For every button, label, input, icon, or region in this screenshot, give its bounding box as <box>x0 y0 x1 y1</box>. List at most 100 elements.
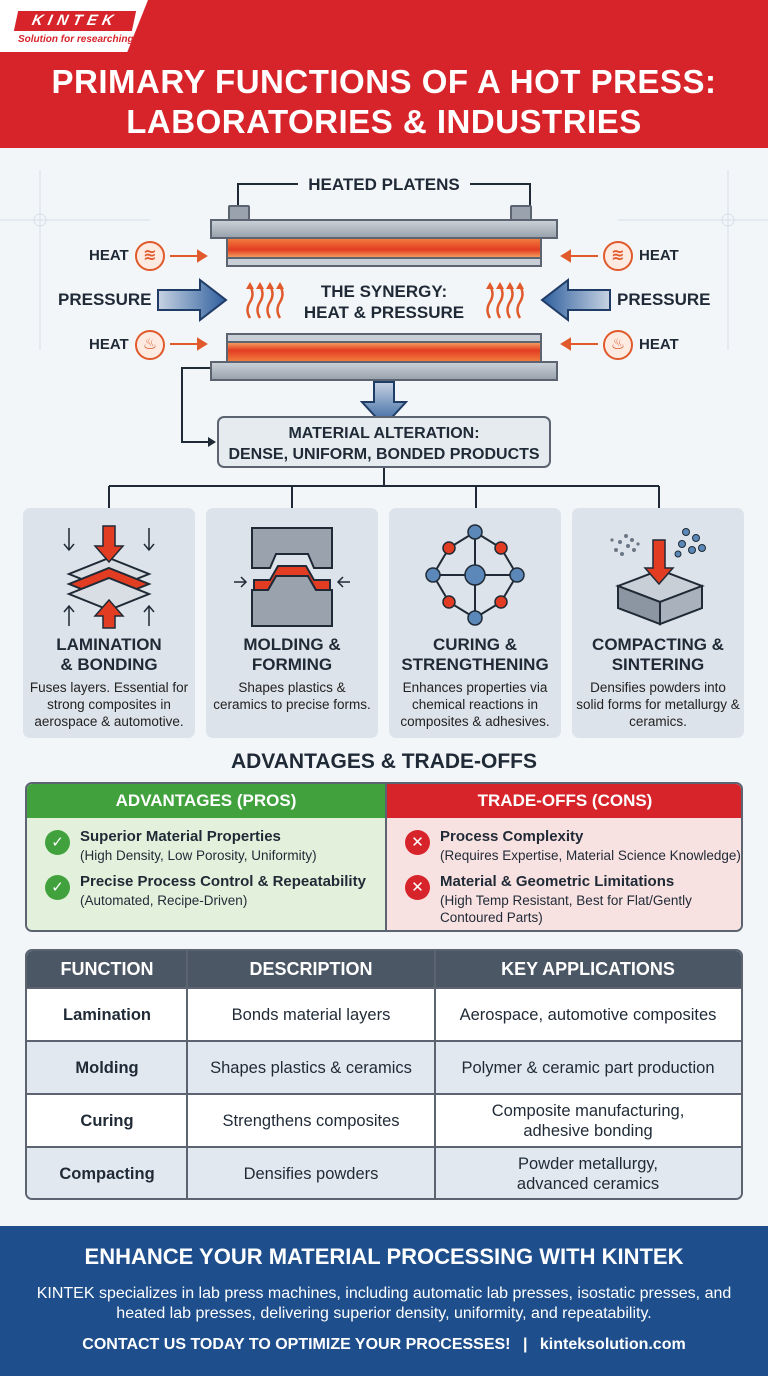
table-cell-function: Curing <box>80 1111 134 1130</box>
check-icon: ✓ <box>45 875 70 900</box>
synergy-line1: THE SYNERGY: <box>320 282 448 301</box>
lower-heating-element <box>226 341 542 361</box>
function-card-compacting: COMPACTING & SINTERING Densifies powders… <box>572 508 744 738</box>
table-header: FUNCTION DESCRIPTION KEY APPLICATIONS <box>27 951 741 987</box>
footer-banner: ENHANCE YOUR MATERIAL PROCESSING WITH KI… <box>0 1226 768 1376</box>
column-header-function: FUNCTION <box>60 959 154 979</box>
con-title: Material & Geometric Limitations <box>440 873 675 890</box>
function-card-curing: CURING & STRENGTHENING Enhances properti… <box>389 508 561 738</box>
pro-title: Superior Material Properties <box>80 828 281 845</box>
tradeoffs-section-title: ADVANTAGES & TRADE-OFFS <box>230 750 538 773</box>
flame-icon: ♨ <box>135 330 165 360</box>
card-description: Enhances properties via chemical reactio… <box>400 680 550 729</box>
card-title: COMPACTING & SINTERING <box>576 635 740 675</box>
con-title: Process Complexity <box>440 828 584 845</box>
footer-text: KINTEK specializes in lab press machines… <box>36 1285 732 1322</box>
upper-platen <box>210 219 558 239</box>
pro-detail: (High Density, Low Porosity, Uniformity) <box>80 848 317 863</box>
lower-platen-face <box>226 333 542 341</box>
card-description: Shapes plastics & ceramics to precise fo… <box>213 680 371 712</box>
material-alteration-box: MATERIAL ALTERATION: DENSE, UNIFORM, BON… <box>217 416 551 468</box>
cons-header: TRADE-OFFS (CONS) <box>387 784 741 818</box>
table-divider <box>434 951 436 1198</box>
table-cell-description: Strengthens composites <box>222 1111 400 1130</box>
page-title: PRIMARY FUNCTIONS OF A HOT PRESS: LABORA… <box>0 62 768 142</box>
card-title-line1: LAMINATION <box>56 635 162 654</box>
function-card-molding: MOLDING & FORMING Shapes plastics & cera… <box>206 508 378 738</box>
card-description: Fuses layers. Essential for strong compo… <box>29 680 189 729</box>
page-title-line2: LABORATORIES & INDUSTRIES <box>126 103 642 140</box>
cta-separator: | <box>522 1336 528 1353</box>
diagram-lines <box>0 170 768 508</box>
table-cell-function: Compacting <box>59 1164 155 1183</box>
table-row: Curing Strengthens composites Composite … <box>27 1093 741 1146</box>
card-title-line2: STRENGTHENING <box>401 655 549 674</box>
table-divider <box>186 951 188 1198</box>
card-title: CURING & STRENGTHENING <box>393 635 557 675</box>
column-header-applications: KEY APPLICATIONS <box>501 959 675 979</box>
card-title-line1: MOLDING & <box>243 635 341 654</box>
column-header-description: DESCRIPTION <box>249 959 373 979</box>
molecule-icon <box>425 524 525 626</box>
flame-icon: ♨ <box>603 330 633 360</box>
card-title: LAMINATION & BONDING <box>27 635 191 675</box>
table-row: Lamination Bonds material layers Aerospa… <box>27 987 741 1040</box>
footer-cta: CONTACT US TODAY TO OPTIMIZE YOUR PROCES… <box>0 1336 768 1354</box>
pro-title: Precise Process Control & Repeatability <box>80 873 366 890</box>
pros-cons-panel: ADVANTAGES (PROS) ✓ Superior Material Pr… <box>25 782 743 932</box>
pros-column: ADVANTAGES (PROS) ✓ Superior Material Pr… <box>27 784 385 930</box>
x-icon: ✕ <box>405 875 430 900</box>
logo-wordmark: KINTEK <box>13 11 137 31</box>
outcome-line1: MATERIAL ALTERATION: <box>288 425 480 442</box>
heat-label-bottom-right: HEAT <box>639 336 679 353</box>
table-cell-function: Lamination <box>62 1005 151 1024</box>
table-cell-applications: Powder metallurgy, advanced ceramics <box>516 1154 660 1193</box>
table-cell-applications: Composite manufacturing, adhesive bondin… <box>491 1101 685 1140</box>
table-cell-description: Densifies powders <box>243 1164 379 1183</box>
heat-waves-icon: ≋ <box>135 241 165 271</box>
card-title-line2: FORMING <box>251 655 333 674</box>
lower-platen <box>210 361 558 381</box>
card-title-line2: & BONDING <box>60 655 158 674</box>
mold-icon <box>234 527 350 627</box>
heat-label-top-right: HEAT <box>639 247 679 264</box>
heat-waves-icon: ≋ <box>603 241 633 271</box>
card-description: Densifies powders into solid forms for m… <box>576 680 740 729</box>
pressure-label-right: PRESSURE <box>617 290 711 309</box>
check-icon: ✓ <box>45 830 70 855</box>
synergy-line2: HEAT & PRESSURE <box>303 303 465 322</box>
header-banner: KINTEK Solution for researching PRIMARY … <box>0 0 768 148</box>
outcome-line2: DENSE, UNIFORM, BONDED PRODUCTS <box>228 446 540 463</box>
con-detail: (Requires Expertise, Material Science Kn… <box>440 848 741 863</box>
synergy-label: THE SYNERGY: HEAT & PRESSURE <box>284 281 484 323</box>
card-title: MOLDING & FORMING <box>210 635 374 675</box>
upper-heating-element <box>226 239 542 259</box>
table-cell-applications: Polymer & ceramic part production <box>461 1058 715 1077</box>
table-row: Molding Shapes plastics & ceramics Polym… <box>27 1040 741 1093</box>
pro-detail: (Automated, Recipe-Driven) <box>80 893 248 908</box>
table-cell-function: Molding <box>75 1058 139 1077</box>
page-title-line1: PRIMARY FUNCTIONS OF A HOT PRESS: <box>51 63 717 100</box>
footer-title: ENHANCE YOUR MATERIAL PROCESSING WITH KI… <box>84 1244 684 1269</box>
pros-header: ADVANTAGES (PROS) <box>27 784 385 818</box>
functions-table: FUNCTION DESCRIPTION KEY APPLICATIONS La… <box>25 949 743 1200</box>
table-cell-description: Bonds material layers <box>231 1005 391 1024</box>
upper-platen-face <box>226 259 542 267</box>
card-title-line2: SINTERING <box>611 655 705 674</box>
website-link[interactable]: kinteksolution.com <box>539 1336 686 1353</box>
layers-icon <box>63 525 155 629</box>
x-icon: ✕ <box>405 830 430 855</box>
cta-text[interactable]: CONTACT US TODAY TO OPTIMIZE YOUR PROCES… <box>82 1336 511 1353</box>
table-row: Compacting Densifies powders Powder meta… <box>27 1146 741 1198</box>
table-cell-description: Shapes plastics & ceramics <box>210 1058 412 1077</box>
table-cell-applications: Aerospace, automotive composites <box>459 1005 717 1024</box>
logo-tagline: Solution for researching <box>18 34 134 45</box>
card-title-line1: CURING & <box>432 635 518 654</box>
function-card-lamination: LAMINATION & BONDING Fuses layers. Essen… <box>23 508 195 738</box>
card-title-line1: COMPACTING & <box>592 635 724 654</box>
cons-column: TRADE-OFFS (CONS) ✕ Process Complexity (… <box>385 784 741 930</box>
heated-platens-label: HEATED PLATENS <box>308 175 460 194</box>
powder-block-icon <box>610 528 706 626</box>
heat-label-top-left: HEAT <box>89 247 129 264</box>
logo[interactable]: KINTEK Solution for researching <box>0 0 148 52</box>
